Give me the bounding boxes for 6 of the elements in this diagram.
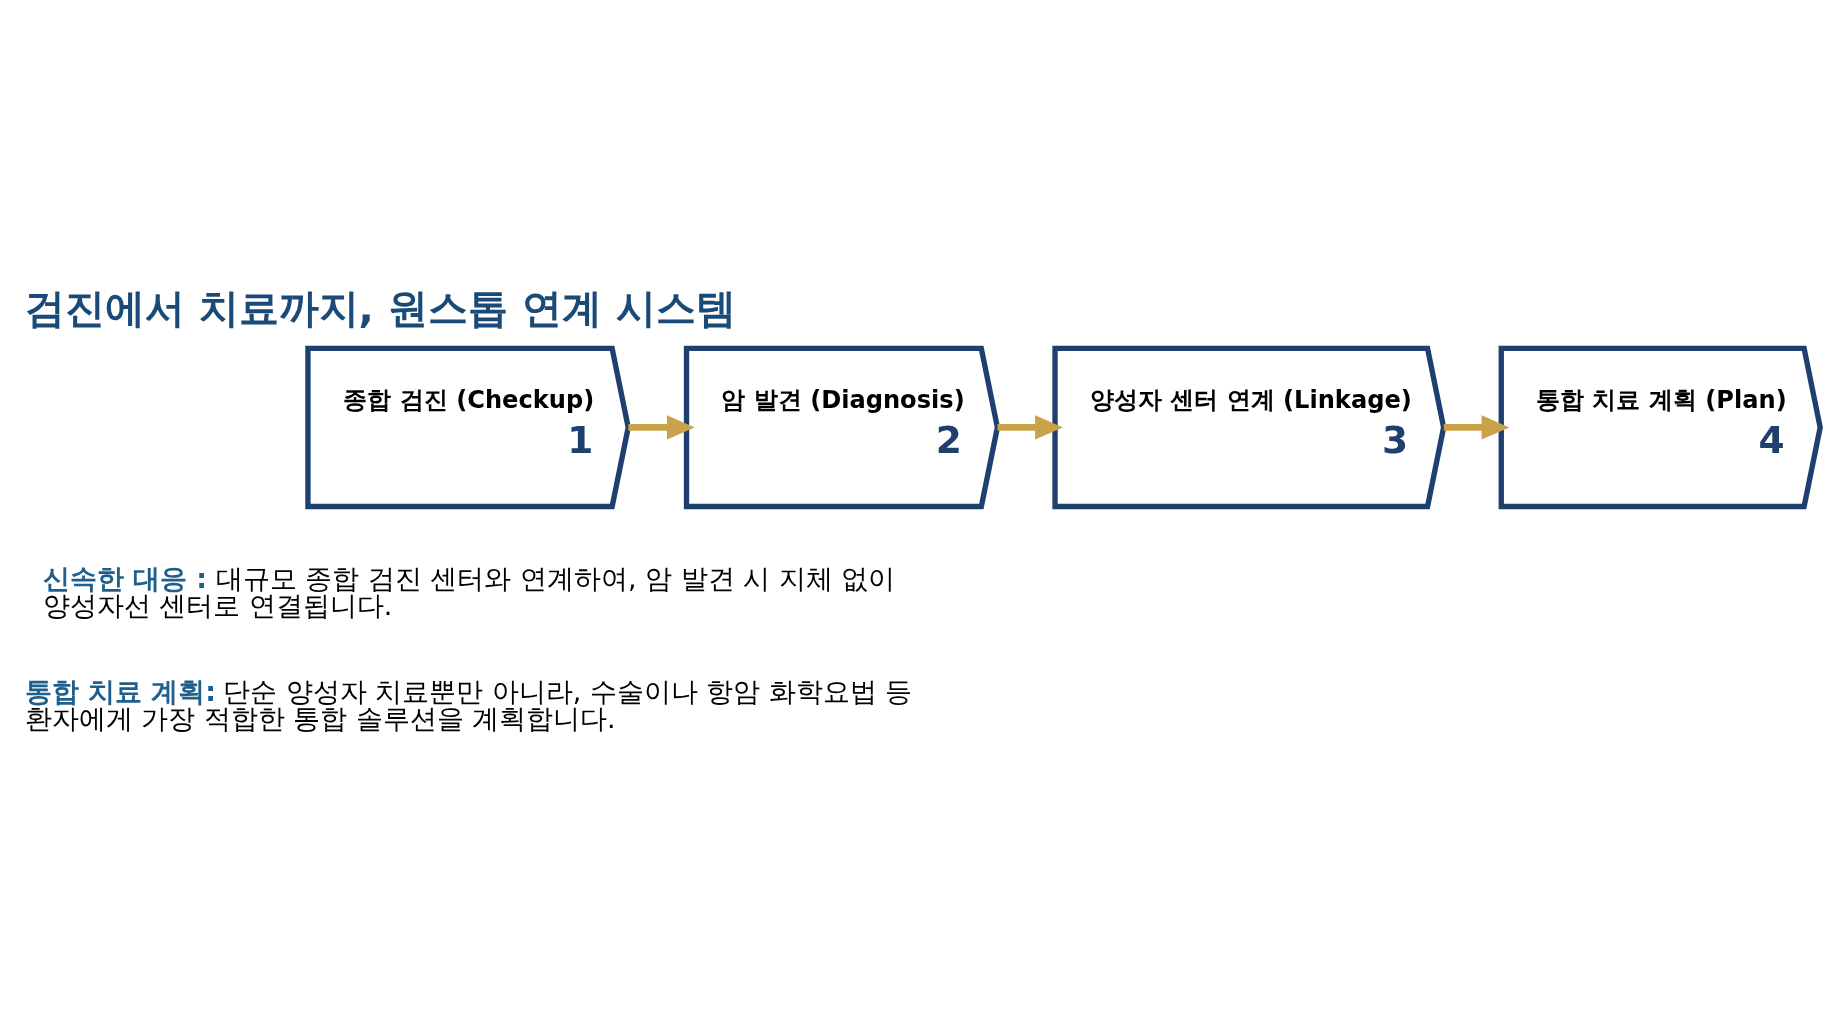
arrow <box>628 414 695 440</box>
label: 통합 치료 계획: 단순 양성자 치료뿐만 아니라, 수술이나 항암 화학요법 등 환자에게 가장 적합한 통합 솔루션을 계획합니다. <box>24 675 913 734</box>
arrow <box>997 414 1063 440</box>
diagram-title: 검진에서 치료까지, 원스톱 연계 시스템 <box>24 284 736 331</box>
label: 신속한 대응 : 대규모 종합 검진 센터와 연계하여, 암 발견 시 지체 없이 양성자선 센터로 연결됩니다. <box>42 562 896 621</box>
arrow <box>1443 414 1510 440</box>
